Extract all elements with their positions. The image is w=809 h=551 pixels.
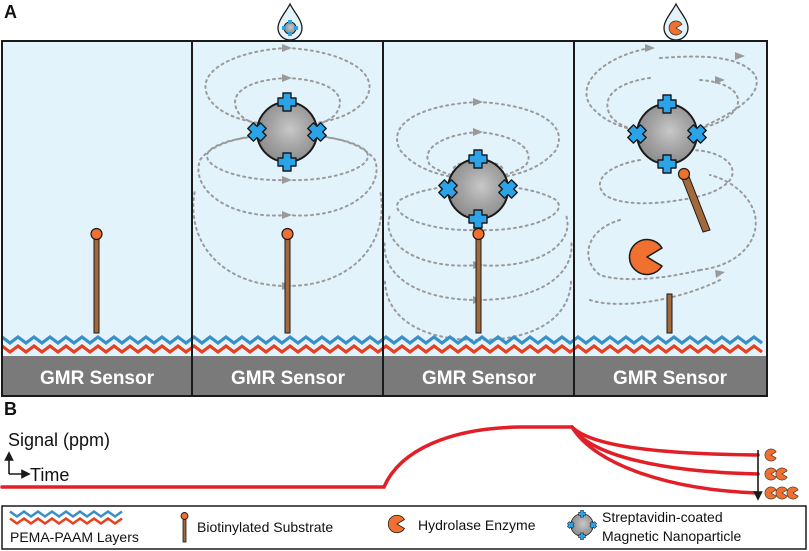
gmr-sensor-label-3: GMR Sensor <box>422 368 537 389</box>
legend-label-layers: PEMA-PAAM Layers <box>10 529 139 545</box>
axes-icon <box>4 451 31 479</box>
signal-line-branch-1 <box>570 425 760 457</box>
cleaved-substrate-fragment <box>677 167 711 233</box>
gmr-sensor-label-1: GMR Sensor <box>40 368 155 389</box>
panel-a-letter: A <box>4 2 17 22</box>
legend-box <box>1 505 807 550</box>
panel-a-diagram: GMR Sensor GMR Sensor GMR Sensor GMR Sen… <box>1 40 768 397</box>
gmr-sensor-label-2: GMR Sensor <box>231 368 346 389</box>
signal-line-main <box>0 425 574 489</box>
gmr-sensor-label-4: GMR Sensor <box>613 368 728 389</box>
x-axis-label: Time <box>30 465 69 485</box>
panel-a-frame <box>1 40 768 397</box>
biotinylated-substrate-1 <box>90 227 103 334</box>
legend: PEMA-PAAM Layers Biotinylated Substrate … <box>1 505 807 550</box>
y-axis-label: Signal (ppm) <box>8 430 110 450</box>
enzyme-drop-icon <box>663 2 689 41</box>
signal-line-branch-3 <box>570 425 760 495</box>
biotinylated-substrate-icon <box>180 512 189 543</box>
magnetic-field-lines-2 <box>192 44 382 290</box>
panel-b-letter: B <box>4 399 17 419</box>
nanoparticle-drop-icon <box>277 2 303 41</box>
legend-label-nanoparticle-1: Streptavidin-coated <box>602 509 723 525</box>
pema-paam-layers-icon <box>9 509 123 526</box>
enzyme-concentration-icons <box>764 448 799 500</box>
signal-trace <box>0 425 760 495</box>
legend-label-nanoparticle-2: Magnetic Nanoparticle <box>602 528 742 544</box>
legend-label-enzyme: Hydrolase Enzyme <box>418 517 536 533</box>
legend-label-substrate: Biotinylated Substrate <box>197 519 333 535</box>
gmr-sensor-bar <box>2 356 767 396</box>
biotinylated-substrate-2 <box>281 227 294 334</box>
cleaved-substrate-stub <box>666 293 673 334</box>
